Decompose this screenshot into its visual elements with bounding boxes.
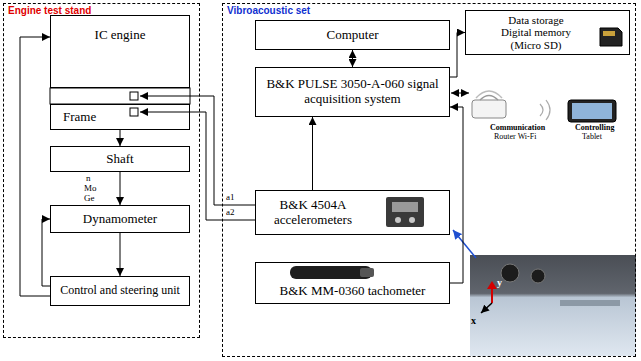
process-box: Shaft	[50, 146, 190, 172]
wifi-arc	[480, 96, 498, 101]
process-box: Frame	[50, 104, 190, 130]
wireless-link	[451, 93, 469, 94]
accelerometer-picture	[386, 197, 424, 227]
signal-label: Ge	[84, 193, 95, 203]
process-box: IC engine	[50, 15, 190, 88]
tachometer-picture	[290, 266, 372, 279]
connector	[42, 219, 50, 286]
signal-label: Mo	[84, 183, 97, 193]
accelerometer-picture	[392, 202, 418, 212]
process-box: Control and steering unit	[50, 276, 190, 306]
process-box: B&K MM-0360 tachometer	[255, 262, 450, 304]
tachometer-picture	[360, 268, 374, 277]
process-box: B&K PULSE 3050-A-060 signal acquisition …	[255, 67, 450, 117]
signal-label: Tablet	[582, 132, 602, 142]
axis-arrow	[487, 281, 497, 289]
wifi-waves	[540, 100, 550, 120]
connector	[120, 130, 121, 146]
process-box: Computer	[255, 20, 450, 50]
connector	[352, 50, 353, 67]
accelerometer-picture	[395, 217, 401, 223]
sensor-photo	[470, 255, 636, 356]
process-box: Data storage Digital memory (Micro SD)	[465, 10, 630, 55]
box-label: Data storage Digital memory (Micro SD)	[495, 14, 577, 52]
connector	[450, 33, 465, 78]
connector	[120, 172, 121, 205]
signal-label: Controlling	[575, 123, 614, 133]
signal-line	[140, 112, 255, 220]
wifi-arc	[476, 91, 502, 98]
process-box: Dynamometer	[50, 205, 190, 233]
tablet-icon	[568, 100, 616, 122]
router-icon	[472, 100, 506, 118]
sensor-photo	[531, 269, 545, 283]
box-label: IC engine	[95, 28, 146, 43]
signal-label: Router Wi-Fi	[494, 132, 536, 142]
box-label: B&K MM-0360 tachometer	[280, 284, 426, 299]
process-box: B&K 4504A accelerometers	[255, 190, 450, 235]
signal-label: a1	[226, 192, 235, 202]
signal-label: Communication	[490, 123, 545, 133]
group-region: Vibroacoustic setComputer Data storage Di…	[222, 3, 636, 357]
connector	[450, 107, 463, 283]
group-title: Vibroacoustic set	[223, 4, 635, 18]
connector	[120, 233, 121, 276]
sensor-photo	[501, 264, 519, 282]
signal-label: a2	[226, 207, 235, 217]
sensor-photo	[560, 300, 620, 306]
box-label: Shaft	[106, 152, 133, 167]
sd-card-icon	[603, 31, 615, 36]
connector	[20, 37, 50, 296]
axis-arrow	[481, 303, 492, 313]
signal-label: x	[471, 316, 476, 326]
sd-card-icon	[600, 28, 622, 46]
box-label: Control and steering unit	[60, 284, 180, 298]
connector	[312, 117, 313, 190]
tablet-screen	[572, 103, 612, 119]
box-label: Computer	[327, 28, 379, 43]
signal-label: y	[497, 278, 502, 288]
box-label: B&K 4504A accelerometers	[263, 198, 363, 228]
pointer-arrow	[453, 230, 476, 258]
sensor-mark	[130, 108, 138, 116]
accelerometer-picture	[409, 217, 415, 223]
box-label: B&K PULSE 3050-A-060 signal acquisition …	[261, 77, 444, 107]
signal-label: n	[86, 173, 91, 183]
group-region: Engine test standIC engineFrameShaftDyna…	[3, 3, 200, 338]
box-label: Dynamometer	[83, 212, 157, 227]
box-label: Frame	[63, 110, 96, 125]
sensor-mark	[130, 92, 138, 100]
